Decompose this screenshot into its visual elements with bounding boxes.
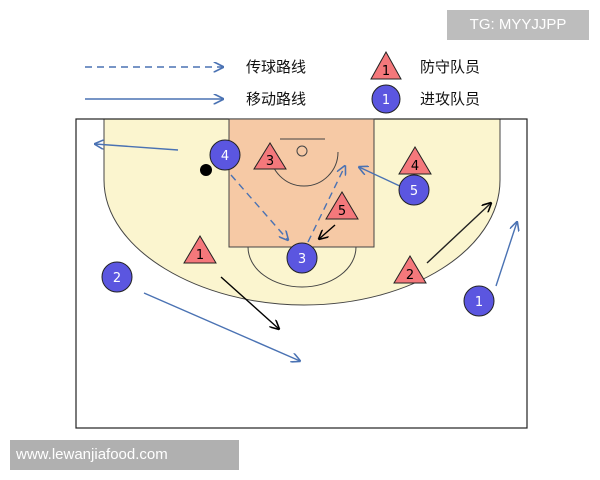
attacker-1: 1	[463, 285, 495, 317]
site-watermark: www.lewanjiafood.com	[10, 440, 239, 470]
move-route-defender-1	[220, 276, 279, 329]
attacker-4: 4	[209, 139, 241, 171]
move-route-defender-2	[426, 203, 491, 264]
legend-attacker-symbol: 1	[382, 93, 390, 108]
defender-5: 5	[325, 191, 359, 220]
move-route-defender-5	[319, 224, 336, 239]
attacker-2-label: 2	[113, 271, 121, 286]
ball	[200, 164, 212, 176]
defenders: 1 2 3 4 5	[183, 142, 432, 284]
half-court	[75, 118, 528, 429]
attacker-5: 5	[398, 174, 430, 206]
defender-4: 4	[398, 146, 432, 175]
attackers: 1 2 3 4 5	[101, 139, 495, 317]
legend-attacker-label: 进攻队员	[420, 90, 480, 108]
routes	[95, 144, 517, 361]
attacker-5-label: 5	[410, 184, 418, 199]
defender-4-label: 4	[411, 159, 419, 174]
legend-defender-icon	[370, 50, 402, 80]
attacker-3: 3	[286, 242, 318, 274]
rim	[296, 145, 308, 157]
legend-defender-label: 防守队员	[420, 58, 480, 76]
legend: 传球路线 移动路线 1 防守队员 1 进攻队员	[85, 50, 480, 114]
paint-area	[228, 118, 375, 248]
legend-defender-symbol: 1	[382, 64, 390, 79]
legend-move-label: 移动路线	[246, 90, 306, 108]
pass-route-4-to-3	[230, 174, 288, 240]
attacker-2: 2	[101, 261, 133, 293]
pass-route-3-to-5	[307, 166, 345, 243]
legend-attacker-icon	[371, 84, 401, 114]
defender-3: 3	[253, 142, 287, 170]
legend-pass-label: 传球路线	[246, 58, 306, 76]
attacker-4-label: 4	[221, 149, 229, 164]
defender-1: 1	[183, 235, 217, 264]
defender-3-label: 3	[266, 154, 274, 169]
channel-tag: TG: MYYJJPP	[447, 10, 589, 40]
attacker-3-label: 3	[298, 252, 306, 267]
defender-1-label: 1	[196, 248, 204, 263]
defender-2: 2	[393, 255, 427, 284]
defender-5-label: 5	[338, 204, 346, 219]
attacker-1-label: 1	[475, 295, 483, 310]
move-route-4	[95, 144, 179, 151]
free-throw-circle-bottom	[247, 246, 357, 288]
move-route-2	[143, 292, 300, 361]
defender-2-label: 2	[406, 268, 414, 283]
move-route-5	[359, 167, 405, 189]
move-route-1-baseline	[495, 222, 517, 287]
